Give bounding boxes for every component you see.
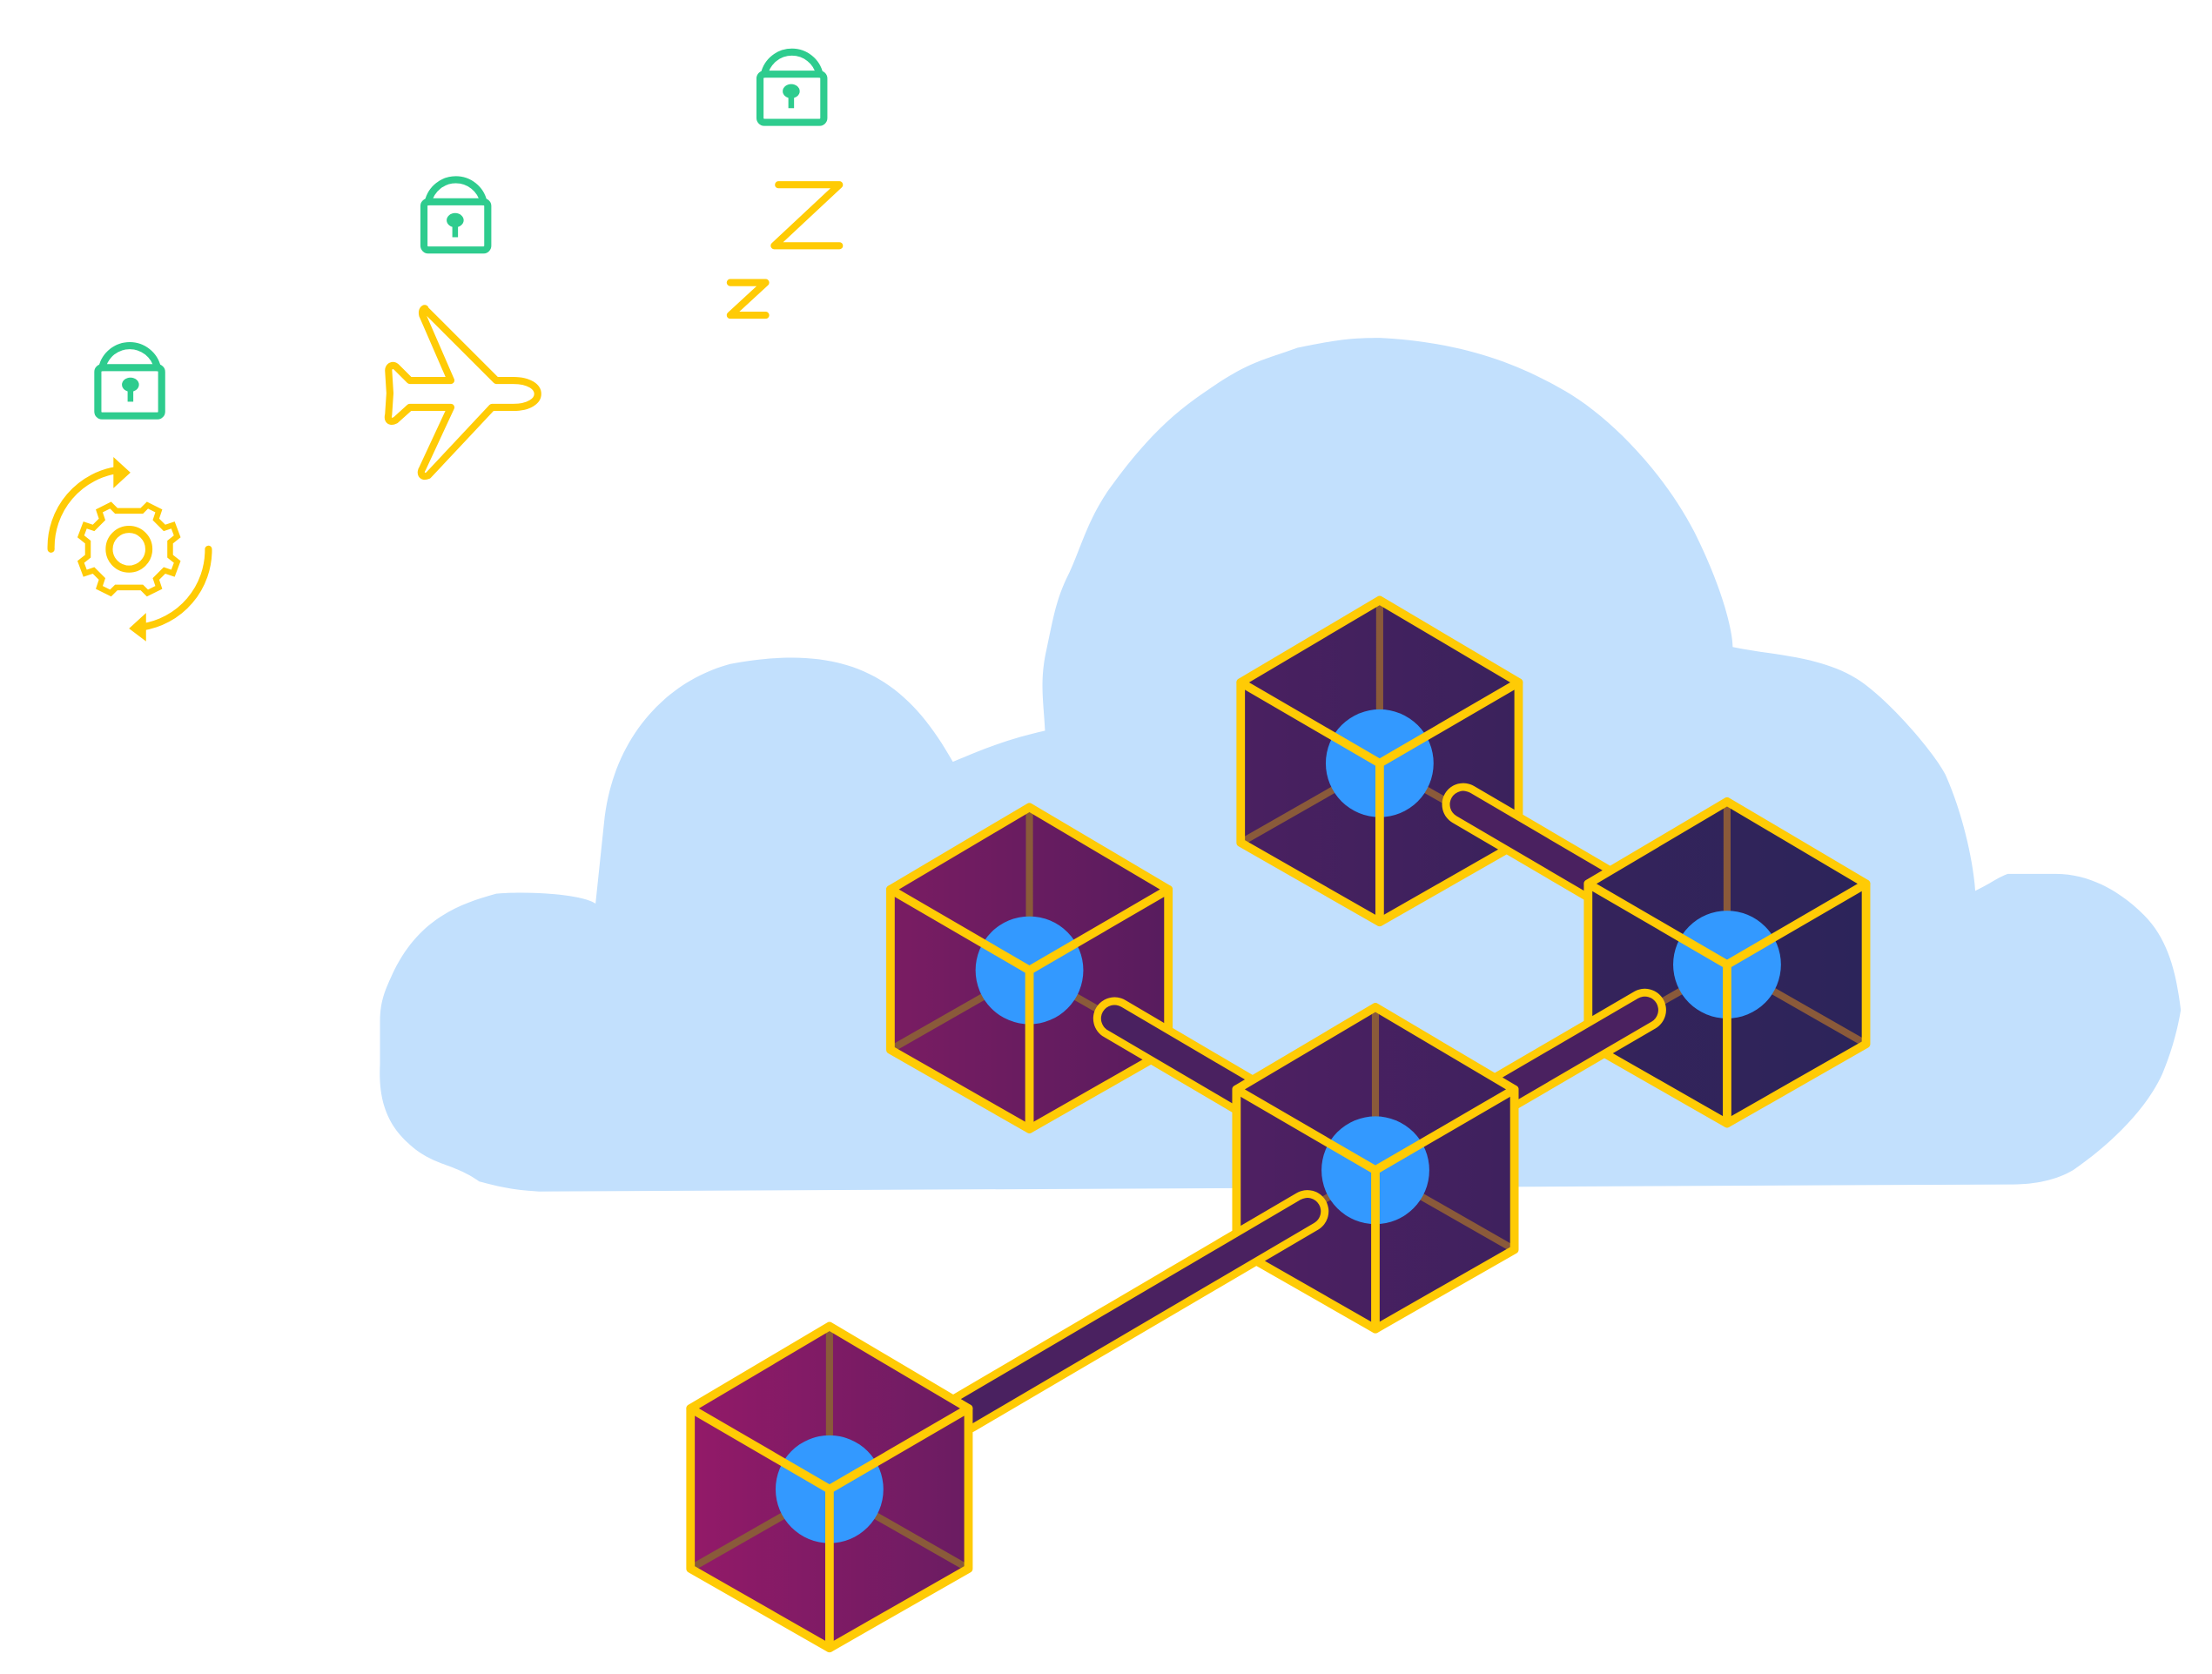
airplane-icon <box>384 305 541 481</box>
blockchain-cube-icon <box>886 803 1173 1133</box>
lock-icon <box>420 176 492 254</box>
chain-link <box>943 1190 1329 1435</box>
lock-icon <box>756 48 828 126</box>
gear-sync-icon <box>47 466 212 631</box>
sync-arrowheads-icon <box>113 456 146 642</box>
blockchain-cube-icon <box>686 1321 973 1653</box>
lock-icon <box>94 342 165 420</box>
chain-link-fill <box>951 1198 1321 1427</box>
sleep-zz-icon <box>726 181 844 319</box>
keyhole-icon <box>122 84 800 402</box>
blockchain-cube-icon <box>1583 797 1871 1128</box>
